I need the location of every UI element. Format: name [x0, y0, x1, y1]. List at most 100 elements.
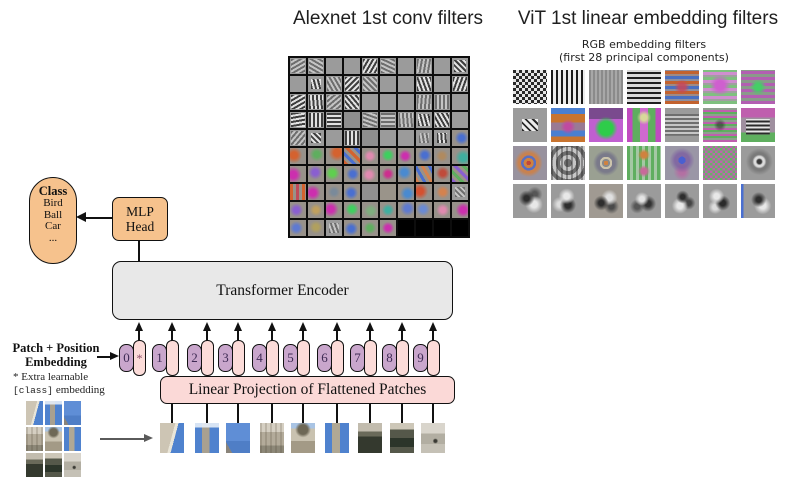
vit-filter-cell — [513, 184, 547, 218]
alexnet-filter-cell — [344, 148, 360, 164]
vit-filter-cell — [627, 184, 661, 218]
mlp-head-line2: Head — [125, 219, 155, 234]
alexnet-filter-cell — [416, 94, 432, 110]
token-position-label: 3 — [222, 350, 229, 365]
token-to-encoder-arrowhead-icon — [428, 322, 437, 331]
token-position-box: 3 — [218, 344, 233, 372]
alexnet-filter-cell — [416, 130, 432, 146]
vit-filter-grid — [513, 70, 775, 218]
alexnet-filter-cell — [290, 220, 306, 236]
alexnet-filter-cell — [290, 184, 306, 200]
vit-filter-cell — [551, 108, 585, 142]
input-image-cell — [64, 401, 81, 425]
alexnet-filter-cell — [308, 184, 324, 200]
alexnet-filter-cell — [380, 58, 396, 74]
mlp-head-line1: MLP — [126, 204, 154, 219]
vit-filter-cell — [741, 108, 775, 142]
token-embedding-box — [201, 340, 214, 376]
alexnet-filter-cell — [326, 130, 342, 146]
token-to-encoder-arrow-line — [401, 330, 403, 347]
linear-to-patch-connector — [432, 404, 434, 423]
flattened-patch-thumbnail — [390, 423, 414, 453]
alexnet-filter-cell — [326, 94, 342, 110]
token-to-encoder-arrow-line — [237, 330, 239, 347]
input-image-cell — [26, 453, 43, 477]
alexnet-filter-cell — [326, 112, 342, 128]
mlp-to-class-arrow-line — [86, 217, 112, 219]
alexnet-filter-cell — [326, 184, 342, 200]
alexnet-filter-cell — [434, 130, 450, 146]
alexnet-filter-cell — [362, 112, 378, 128]
alexnet-filter-cell — [398, 166, 414, 182]
alexnet-filter-cell — [308, 220, 324, 236]
linear-to-patch-connector — [302, 404, 304, 423]
alexnet-filter-cell — [326, 220, 342, 236]
alexnet-filter-cell — [344, 202, 360, 218]
note-rest: embedding — [55, 383, 105, 396]
token-embedding-box — [396, 340, 409, 376]
alexnet-filter-cell — [416, 58, 432, 74]
alexnet-filter-cell — [290, 202, 306, 218]
alexnet-filter-cell — [380, 130, 396, 146]
alexnet-filter-cell — [308, 130, 324, 146]
vit-filter-cell — [513, 70, 547, 104]
alexnet-filter-cell — [416, 112, 432, 128]
note-line1: * Extra learnable — [13, 371, 89, 383]
linear-projection-label: Linear Projection of Flattened Patches — [188, 381, 427, 398]
input-image-cell — [64, 427, 81, 451]
alexnet-filter-cell — [398, 220, 414, 236]
patch-position-arrowhead-icon — [110, 352, 119, 360]
vit-filter-cell — [665, 70, 699, 104]
alexnet-filter-cell — [434, 76, 450, 92]
alexnet-filter-cell — [398, 94, 414, 110]
input-image-patch-grid — [26, 401, 81, 477]
alexnet-filter-cell — [416, 184, 432, 200]
alexnet-filter-cell — [452, 112, 468, 128]
linear-to-patch-connector — [171, 404, 173, 423]
alexnet-filter-cell — [434, 94, 450, 110]
alexnet-filter-cell — [380, 112, 396, 128]
token-embedding-box — [166, 340, 179, 376]
alexnet-filter-cell — [362, 58, 378, 74]
mlp-encoder-connector — [138, 240, 140, 261]
token-position-label: 2 — [191, 350, 198, 365]
token-to-encoder-arrow-line — [302, 330, 304, 347]
alexnet-filter-cell — [362, 220, 378, 236]
token-to-encoder-arrow-line — [271, 330, 273, 347]
alexnet-filter-cell — [362, 202, 378, 218]
alexnet-filter-cell — [344, 220, 360, 236]
token-position-box: 1 — [152, 344, 167, 372]
vit-filter-cell — [589, 108, 623, 142]
alexnet-filter-cell — [362, 184, 378, 200]
token-to-encoder-arrow-line — [432, 330, 434, 347]
alexnet-filter-cell — [344, 112, 360, 128]
vit-filter-cell — [589, 70, 623, 104]
alexnet-filter-cell — [434, 184, 450, 200]
vit-filter-cell — [551, 146, 585, 180]
alexnet-filter-cell — [344, 94, 360, 110]
alexnet-filter-cell — [434, 220, 450, 236]
token-position-label: 8 — [386, 350, 393, 365]
alexnet-title: Alexnet 1st conv filters — [292, 8, 484, 29]
image-to-patches-arrowhead-icon — [144, 434, 153, 442]
alexnet-filter-cell — [344, 58, 360, 74]
alexnet-filter-cell — [434, 202, 450, 218]
alexnet-filter-cell — [398, 58, 414, 74]
token-to-encoder-arrow-line — [206, 330, 208, 347]
alexnet-filter-cell — [362, 166, 378, 182]
image-to-patches-arrow-line — [100, 438, 144, 440]
alexnet-filter-cell — [416, 148, 432, 164]
alexnet-filter-cell — [380, 184, 396, 200]
alexnet-filter-cell — [398, 112, 414, 128]
note-line2: [class]embedding — [13, 384, 133, 398]
alexnet-filter-cell — [380, 76, 396, 92]
token-embedding-box — [427, 340, 440, 376]
alexnet-filter-cell — [326, 148, 342, 164]
token-embedding-box — [364, 340, 377, 376]
vit-filter-cell — [665, 146, 699, 180]
input-image-cell — [45, 453, 62, 477]
input-image-cell — [64, 453, 81, 477]
alexnet-filter-cell — [452, 166, 468, 182]
